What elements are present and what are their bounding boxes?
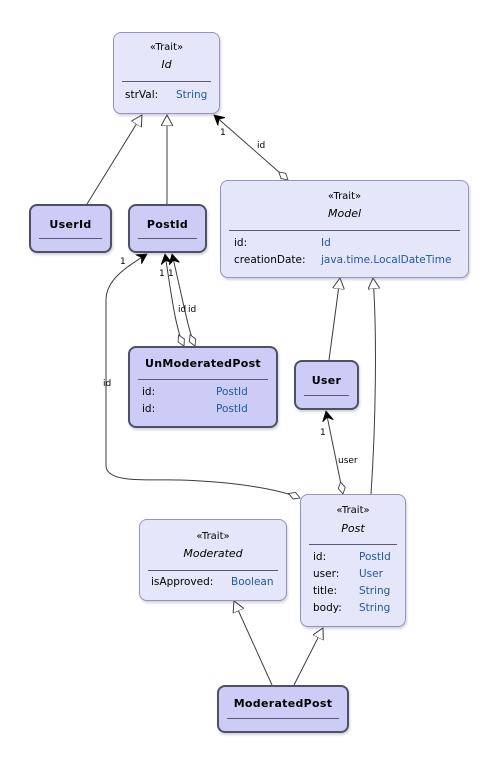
field-type: User bbox=[359, 568, 383, 580]
edge-moderatedpost-extends-post bbox=[293, 628, 323, 686]
node-userid[interactable]: UserId bbox=[29, 204, 112, 253]
label-unmod-id1-role: id bbox=[178, 305, 187, 315]
field-type: Boolean bbox=[231, 576, 274, 588]
stereotype-label: «Trait» bbox=[149, 42, 184, 53]
divider bbox=[39, 238, 102, 239]
edge-unmoderated-id1 bbox=[165, 254, 184, 346]
label-model-id-role: id bbox=[257, 141, 266, 151]
node-moderated-trait[interactable]: «Trait» Moderated isApproved: Boolean bbox=[139, 519, 287, 601]
divider bbox=[138, 379, 268, 380]
field-type: String bbox=[176, 89, 208, 101]
edge-post-extends-model bbox=[371, 278, 375, 495]
label-post-user-mult: 1 bbox=[320, 428, 326, 438]
label-unmod-id2-role: id bbox=[188, 305, 197, 315]
field-name: user: bbox=[313, 568, 340, 580]
field-type: String bbox=[359, 602, 391, 614]
field-type: java.time.LocalDateTime bbox=[321, 254, 452, 266]
edge-post-has-postid bbox=[105, 253, 300, 498]
label-post-id-role: id bbox=[103, 379, 112, 389]
edge-userid-extends-id bbox=[86, 115, 142, 205]
field-type: Id bbox=[321, 237, 331, 249]
field-name: id: bbox=[234, 237, 248, 249]
label-post-user-role: user bbox=[338, 456, 358, 466]
edge-moderatedpost-extends-moderated bbox=[234, 601, 273, 686]
node-title: Id bbox=[161, 58, 172, 71]
label-post-id-mult: 1 bbox=[120, 257, 126, 267]
label-model-id-mult: 1 bbox=[220, 128, 226, 138]
edge-unmoderated-id2 bbox=[172, 254, 195, 346]
node-title: UnModeratedPost bbox=[145, 357, 261, 370]
node-title: User bbox=[311, 374, 342, 387]
field-type: PostId bbox=[216, 403, 248, 415]
node-user[interactable]: User bbox=[294, 360, 359, 410]
divider bbox=[138, 238, 197, 239]
field-name: creationDate: bbox=[234, 254, 306, 266]
node-unmoderatedpost[interactable]: UnModeratedPost id: PostId id: PostId bbox=[128, 346, 278, 428]
field-name: title: bbox=[313, 585, 338, 597]
field-type: PostId bbox=[359, 551, 391, 563]
field-name: id: bbox=[313, 551, 327, 563]
divider bbox=[229, 230, 460, 231]
divider bbox=[227, 718, 339, 719]
edge-user-extends-model bbox=[328, 278, 340, 361]
field-type: String bbox=[359, 585, 391, 597]
edge-model-has-id bbox=[214, 115, 288, 180]
node-title: Post bbox=[341, 522, 365, 535]
field-name: body: bbox=[313, 602, 342, 614]
field-type: PostId bbox=[216, 386, 248, 398]
field-name: id: bbox=[142, 403, 156, 415]
node-title: UserId bbox=[49, 218, 92, 231]
label-unmod-id1-mult: 1 bbox=[159, 269, 165, 279]
node-post-trait[interactable]: «Trait» Post id: PostId user: User title… bbox=[300, 494, 406, 627]
divider bbox=[122, 81, 211, 82]
label-unmod-id2-mult: 1 bbox=[168, 269, 174, 279]
divider bbox=[148, 570, 278, 571]
node-title: PostId bbox=[146, 218, 189, 231]
stereotype-label: «Trait» bbox=[196, 531, 230, 542]
field-name: id: bbox=[142, 386, 156, 398]
node-title: Moderated bbox=[183, 547, 243, 560]
node-id-trait[interactable]: «Trait» Id strVal: String bbox=[113, 32, 220, 114]
edge-post-has-user bbox=[326, 411, 343, 494]
stereotype-label: «Trait» bbox=[336, 505, 370, 516]
node-title: ModeratedPost bbox=[233, 697, 333, 710]
field-name: isApproved: bbox=[151, 576, 214, 588]
divider bbox=[304, 395, 349, 396]
stereotype-label: «Trait» bbox=[327, 191, 362, 202]
node-postid[interactable]: PostId bbox=[128, 204, 207, 253]
node-moderatedpost[interactable]: ModeratedPost bbox=[217, 685, 349, 733]
divider bbox=[309, 544, 397, 545]
node-title: Model bbox=[327, 207, 362, 220]
field-name: strVal: bbox=[125, 89, 159, 101]
node-model-trait[interactable]: «Trait» Model id: Id creationDate: java.… bbox=[220, 180, 469, 278]
